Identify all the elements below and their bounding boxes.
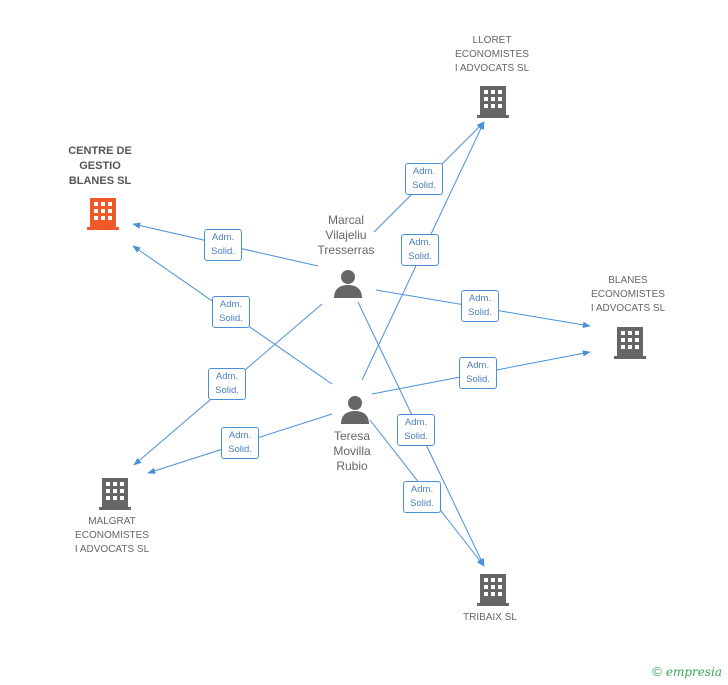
edge-label-marcal-blanes[interactable]: Adm. Solid. [461, 290, 499, 322]
building-icon[interactable] [87, 196, 119, 230]
company-label-blanes-economistes[interactable]: BLANES ECONOMISTES I ADVOCATS SL [590, 275, 666, 314]
building-icon[interactable] [99, 476, 131, 510]
company-label-tribaix[interactable]: TRIBAIX SL [463, 612, 517, 623]
edge-label-teresa-blanes[interactable]: Adm. Solid. [459, 357, 497, 389]
person-label-teresa[interactable]: Teresa Movilla Rubio [333, 429, 371, 473]
empresia-logo[interactable]: empresia [665, 664, 722, 679]
copyright-icon: © [652, 664, 662, 679]
copyright-footer: © empresia [652, 664, 722, 679]
company-label-malgrat[interactable]: MALGRAT ECONOMISTES I ADVOCATS SL [74, 516, 150, 555]
edge-label-teresa-centre[interactable]: Adm. Solid. [212, 296, 250, 328]
building-icon[interactable] [477, 84, 509, 118]
edge-label-marcal-malgrat[interactable]: Adm. Solid. [208, 368, 246, 400]
person-label-marcal[interactable]: Marcal Vilajeliu Tresserras [317, 213, 375, 257]
person-icon[interactable] [340, 394, 370, 424]
edge-label-teresa-malgrat[interactable]: Adm. Solid. [221, 427, 259, 459]
person-icon[interactable] [333, 268, 363, 298]
company-label-lloret[interactable]: LLORET ECONOMISTES I ADVOCATS SL [454, 35, 530, 74]
edge-label-teresa-tribaix[interactable]: Adm. Solid. [403, 481, 441, 513]
edge-label-marcal-lloret[interactable]: Adm. Solid. [405, 163, 443, 195]
edge-label-teresa-lloret[interactable]: Adm. Solid. [401, 234, 439, 266]
building-icon[interactable] [614, 325, 646, 359]
edge-label-marcal-centre[interactable]: Adm. Solid. [204, 229, 242, 261]
edge-label-marcal-tribaix[interactable]: Adm. Solid. [397, 414, 435, 446]
building-icon[interactable] [477, 572, 509, 606]
company-label-centre-de-gestio-blanes[interactable]: CENTRE DE GESTIO BLANES SL [68, 145, 132, 187]
